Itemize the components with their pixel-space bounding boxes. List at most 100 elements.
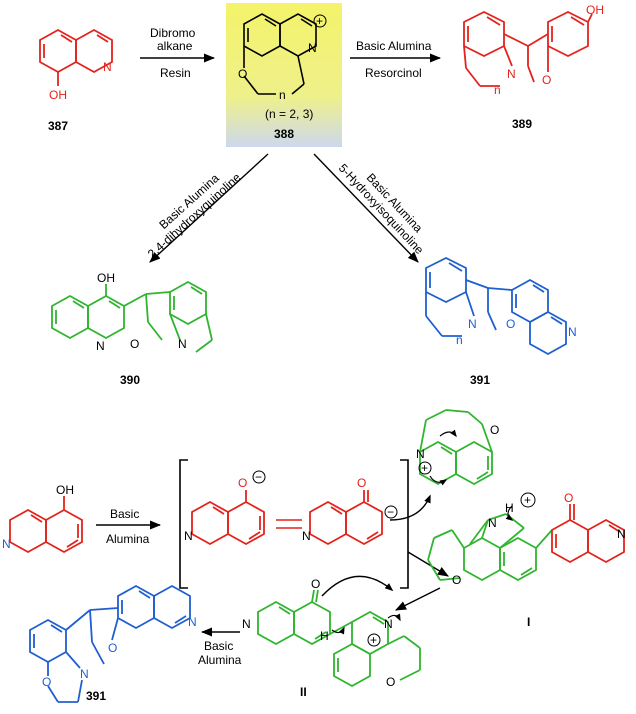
charge-plus-cation: + xyxy=(421,461,428,475)
intermediate-I-green xyxy=(427,513,553,582)
compound-391-top xyxy=(425,256,567,356)
compound-5-hydroxyisoquinoline xyxy=(9,496,83,554)
atom-n-I-pyr: N xyxy=(617,527,626,541)
cond-hydroxyisoquinoline: 5-Hydroxyisoquinoline xyxy=(336,161,427,257)
atom-o-391-ring: O xyxy=(42,675,51,689)
atom-h-II: H xyxy=(320,629,329,643)
label-388: 388 xyxy=(274,127,294,141)
cond-dibromo: Dibromo xyxy=(150,26,196,40)
atom-n-carbanion: N xyxy=(302,529,311,543)
compound-390 xyxy=(51,280,213,353)
index-n-391: n xyxy=(456,333,463,347)
atom-oh: OH xyxy=(49,88,67,102)
atom-o-391-bottom: O xyxy=(108,641,117,655)
atom-n-391-top: N xyxy=(468,317,477,331)
atom-oh-mech: OH xyxy=(56,483,74,497)
arrow-I-to-II xyxy=(394,587,441,611)
charge-plus-H: + xyxy=(524,493,531,507)
atom-n-II: N xyxy=(384,617,393,631)
n-range: (n = 2, 3) xyxy=(265,107,313,121)
arrow-388-to-390 xyxy=(149,153,269,263)
cond-group-391: Basic Alumina 5-Hydroxyisoquinoline xyxy=(336,161,427,257)
label-389: 389 xyxy=(512,117,532,131)
atom-n-I: N xyxy=(488,516,497,530)
bracket-left xyxy=(179,459,188,589)
label-I: I xyxy=(527,615,530,629)
atom-o-cation: O xyxy=(490,423,499,437)
plus-charge-388 xyxy=(313,14,327,28)
compound-391-bottom xyxy=(29,584,191,703)
arrow-388-to-391 xyxy=(313,153,419,263)
plus-circle-II xyxy=(367,633,381,647)
compound-389 xyxy=(463,10,593,87)
atom-npyr-391-bottom: N xyxy=(188,615,197,629)
index-n-388: n xyxy=(279,88,286,102)
minus-circle-1 xyxy=(252,470,266,484)
label-II: II xyxy=(300,685,307,699)
attack-arrow xyxy=(389,494,431,521)
cond-resorcinol: Resorcinol xyxy=(365,66,422,80)
highlight-box-388 xyxy=(226,3,342,147)
atom-n-390-2: N xyxy=(178,337,187,351)
atom-o-carbanion: O xyxy=(357,476,366,490)
curved-arrow-cation-2 xyxy=(429,475,448,486)
intermediate-II xyxy=(257,589,421,688)
curved-arrow-cation-1 xyxy=(439,429,457,438)
atom-n-II-pyr: N xyxy=(242,617,251,631)
minus-circle-2 xyxy=(384,505,398,519)
compound-387 xyxy=(39,28,113,86)
label-387: 387 xyxy=(48,119,68,133)
phenoxide-anion xyxy=(191,490,265,546)
atom-o-phenoxide: O xyxy=(238,476,247,490)
atom-n: N xyxy=(103,60,112,74)
carbanion xyxy=(309,490,383,546)
atom-o-389: O xyxy=(542,73,551,87)
curved-arrow-II xyxy=(321,575,394,597)
atom-n-phenoxide: N xyxy=(184,529,193,543)
atom-o-388: O xyxy=(238,67,247,81)
curved-arrow-I xyxy=(505,505,514,521)
atom-o-I-ring: O xyxy=(452,573,461,587)
intermediate-I-red xyxy=(551,504,625,564)
cond-basic-1: Basic xyxy=(110,507,139,521)
bracket-right xyxy=(400,459,409,589)
cond-basic-alumina-1: Basic Alumina xyxy=(356,39,432,53)
atom-n-391-bottom: N xyxy=(80,667,89,681)
charge-minus-2: − xyxy=(387,505,394,519)
curved-arrow-II-n xyxy=(387,613,401,622)
cond-alumina-2: Alumina xyxy=(198,653,242,667)
cond-group-390: Basic Alumina 2,4-dihydroxyquinoline xyxy=(145,170,244,261)
atom-n-389: N xyxy=(507,67,516,81)
cond-basic-2: Basic xyxy=(204,639,233,653)
plus-circle-H xyxy=(520,492,536,508)
atom-o-390: O xyxy=(130,337,139,351)
label-391-bottom: 391 xyxy=(86,689,106,703)
cond-resin: Resin xyxy=(160,66,191,80)
plus-circle-cation xyxy=(418,461,432,475)
cond-dihydroxyquinoline: 2,4-dihydroxyquinoline xyxy=(145,170,244,261)
index-n-389: n xyxy=(494,83,501,97)
label-391-top: 391 xyxy=(470,373,490,387)
cond-alumina-1: Alumina xyxy=(106,532,150,546)
atom-o-391-top: O xyxy=(506,317,515,331)
charge-plus-II: + xyxy=(370,633,377,647)
curved-arrow-II-small xyxy=(331,626,345,635)
atom-n-mech: N xyxy=(2,537,11,551)
atom-o-II-ring: O xyxy=(386,675,395,689)
atom-oh-390: OH xyxy=(97,271,115,285)
compound-388 xyxy=(243,13,317,95)
atom-o-II: O xyxy=(311,577,320,591)
cation-388-mech xyxy=(419,409,493,486)
atom-n-388: N xyxy=(308,41,317,55)
atom-npyr-391-top: N xyxy=(568,325,577,339)
charge-minus-1: − xyxy=(255,470,262,484)
atom-h-I: H xyxy=(505,501,514,515)
atom-oh-389: OH xyxy=(586,3,604,17)
label-390: 390 xyxy=(120,373,140,387)
cond-alkane: alkane xyxy=(157,39,193,53)
charge-plus-388: + xyxy=(316,14,323,28)
arrow-to-I xyxy=(407,551,449,577)
atom-o-I: O xyxy=(564,491,573,505)
